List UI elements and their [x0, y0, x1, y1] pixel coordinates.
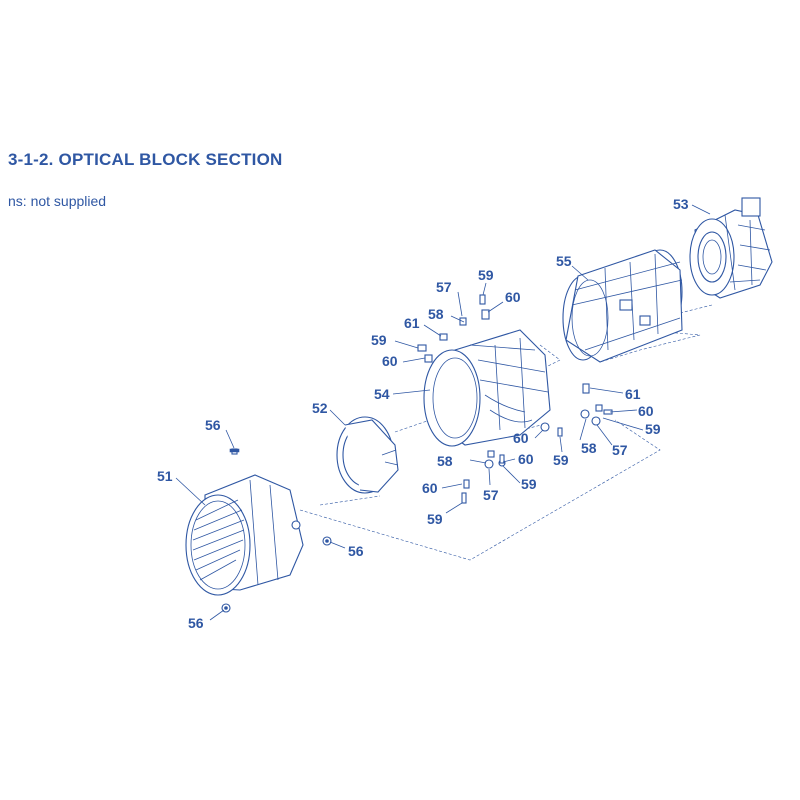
- callout-56-right: 56: [348, 543, 364, 559]
- leader-lines: [175, 204, 711, 621]
- callout-60-mid: 60: [513, 430, 529, 446]
- callout-60-right: 60: [638, 403, 654, 419]
- callout-54: 54: [374, 386, 390, 402]
- screw-56-top: [229, 448, 240, 455]
- callout-57-bottom: 57: [483, 487, 499, 503]
- callout-60-lower: 60: [422, 480, 438, 496]
- callout-58-right: 58: [581, 440, 597, 456]
- part-53-lens-unit: [689, 197, 773, 299]
- callout-57-right: 57: [612, 442, 628, 458]
- page-title: 3-1-2. OPTICAL BLOCK SECTION: [8, 150, 283, 169]
- part-52-ring: [336, 416, 399, 494]
- callout-59-bottom: 59: [521, 476, 537, 492]
- callout-56-top: 56: [205, 417, 221, 433]
- callout-53: 53: [673, 196, 689, 212]
- assembly-guide-lines: [299, 304, 713, 561]
- callout-59-left: 59: [371, 332, 387, 348]
- callout-58-bottom: 58: [437, 453, 453, 469]
- callout-59-top: 59: [478, 267, 494, 283]
- legend-note: ns: not supplied: [8, 193, 107, 209]
- part-55-cam-cylinder: [562, 249, 683, 363]
- screw-56-right: [322, 536, 332, 546]
- part-54-fixed-barrel: [423, 329, 551, 447]
- small-parts: [221, 294, 613, 613]
- callout-labels: 53 55 54 52 51 56 56 56 57 59 60 58 61 5…: [157, 196, 689, 631]
- callout-55: 55: [556, 253, 572, 269]
- callout-59-mid: 59: [553, 452, 569, 468]
- callout-57-top: 57: [436, 279, 452, 295]
- callout-59-right: 59: [645, 421, 661, 437]
- callout-58-top: 58: [428, 306, 444, 322]
- callout-61-right: 61: [625, 386, 641, 402]
- callout-61-top: 61: [404, 315, 420, 331]
- callout-59-lower: 59: [427, 511, 443, 527]
- callout-60-bottom: 60: [518, 451, 534, 467]
- part-51-front-barrel: [185, 474, 304, 596]
- callout-51: 51: [157, 468, 173, 484]
- callout-60-top: 60: [505, 289, 521, 305]
- callout-56-bottom: 56: [188, 615, 204, 631]
- callout-60-left: 60: [382, 353, 398, 369]
- callout-52: 52: [312, 400, 328, 416]
